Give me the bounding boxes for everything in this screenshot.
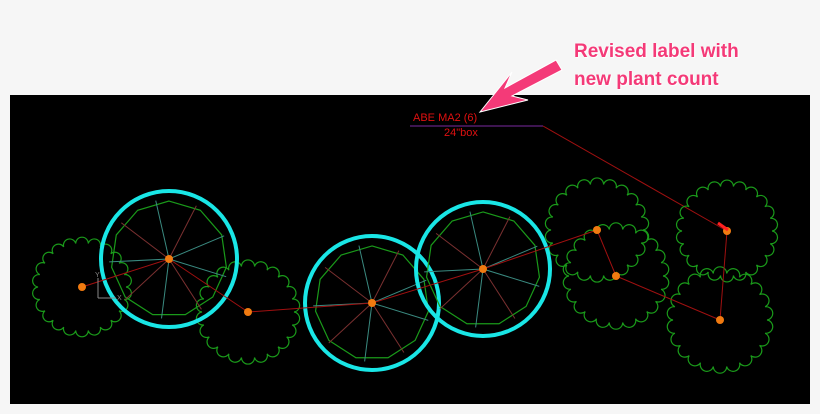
spoke-line bbox=[168, 235, 225, 260]
plant-center-dot bbox=[716, 316, 724, 324]
spoke-line bbox=[364, 302, 373, 362]
spoke-line bbox=[371, 302, 429, 321]
plant-center-dot bbox=[593, 226, 601, 234]
spoke-line bbox=[168, 258, 202, 310]
highlight-circle bbox=[99, 189, 239, 329]
spoke-line bbox=[439, 268, 484, 310]
plant-symbol bbox=[666, 266, 774, 374]
callout-line-1: Revised label with bbox=[574, 41, 739, 62]
spoke-line bbox=[482, 216, 511, 270]
spoke-line bbox=[109, 258, 170, 263]
spoke-line bbox=[475, 268, 484, 328]
connection-line bbox=[81, 258, 170, 288]
spoke-line bbox=[161, 258, 170, 319]
callout-line-2: new plant count bbox=[574, 69, 719, 90]
connection-line bbox=[482, 229, 598, 270]
spoke-line bbox=[371, 250, 400, 304]
connection-line bbox=[615, 275, 721, 321]
spoke-line bbox=[328, 302, 373, 344]
spoke-line bbox=[482, 268, 516, 319]
plant-polygon bbox=[425, 211, 541, 325]
plant-label-name[interactable]: ABE MA2 (6) bbox=[413, 112, 478, 124]
annotation-callout: Revised label with new plant count bbox=[574, 38, 739, 94]
connection-line bbox=[247, 302, 373, 313]
ucs-x-label: X bbox=[117, 295, 122, 302]
callout-arrow-icon bbox=[478, 59, 563, 113]
plant-symbol bbox=[195, 259, 301, 365]
plant-symbol bbox=[544, 177, 650, 283]
connection-line bbox=[371, 268, 484, 304]
connection-line bbox=[719, 230, 728, 321]
selection-grip bbox=[717, 221, 729, 232]
plant-center-dot bbox=[479, 265, 487, 273]
leader-line bbox=[542, 125, 728, 232]
plant-symbol bbox=[562, 222, 670, 330]
spoke-line bbox=[424, 268, 484, 273]
plant-symbol bbox=[32, 236, 132, 338]
plant-center-dot bbox=[78, 283, 86, 291]
highlight-circle bbox=[414, 200, 552, 338]
spoke-line bbox=[168, 258, 227, 278]
plant-center-dot bbox=[612, 272, 620, 280]
spoke-line bbox=[124, 258, 170, 301]
plant-polygon bbox=[314, 245, 430, 359]
plant-center-dot bbox=[165, 255, 173, 263]
spoke-line bbox=[358, 245, 373, 304]
spoke-line bbox=[371, 302, 405, 353]
ucs-y-label: Y bbox=[95, 272, 100, 279]
plant-polygon bbox=[111, 200, 227, 316]
spoke-line bbox=[168, 205, 197, 260]
spoke-line bbox=[435, 233, 484, 270]
plant-label-size[interactable]: 24"box bbox=[444, 127, 478, 139]
spoke-line bbox=[469, 211, 484, 270]
spoke-line bbox=[324, 267, 373, 304]
plant-symbol bbox=[675, 179, 779, 283]
spoke-line bbox=[482, 245, 538, 270]
plant-center-dot bbox=[244, 308, 252, 316]
spoke-line bbox=[121, 222, 170, 260]
connection-line bbox=[596, 229, 617, 277]
connection-line bbox=[168, 258, 249, 313]
spoke-line bbox=[482, 268, 540, 287]
spoke-line bbox=[155, 200, 170, 260]
plant-center-dot bbox=[368, 299, 376, 307]
